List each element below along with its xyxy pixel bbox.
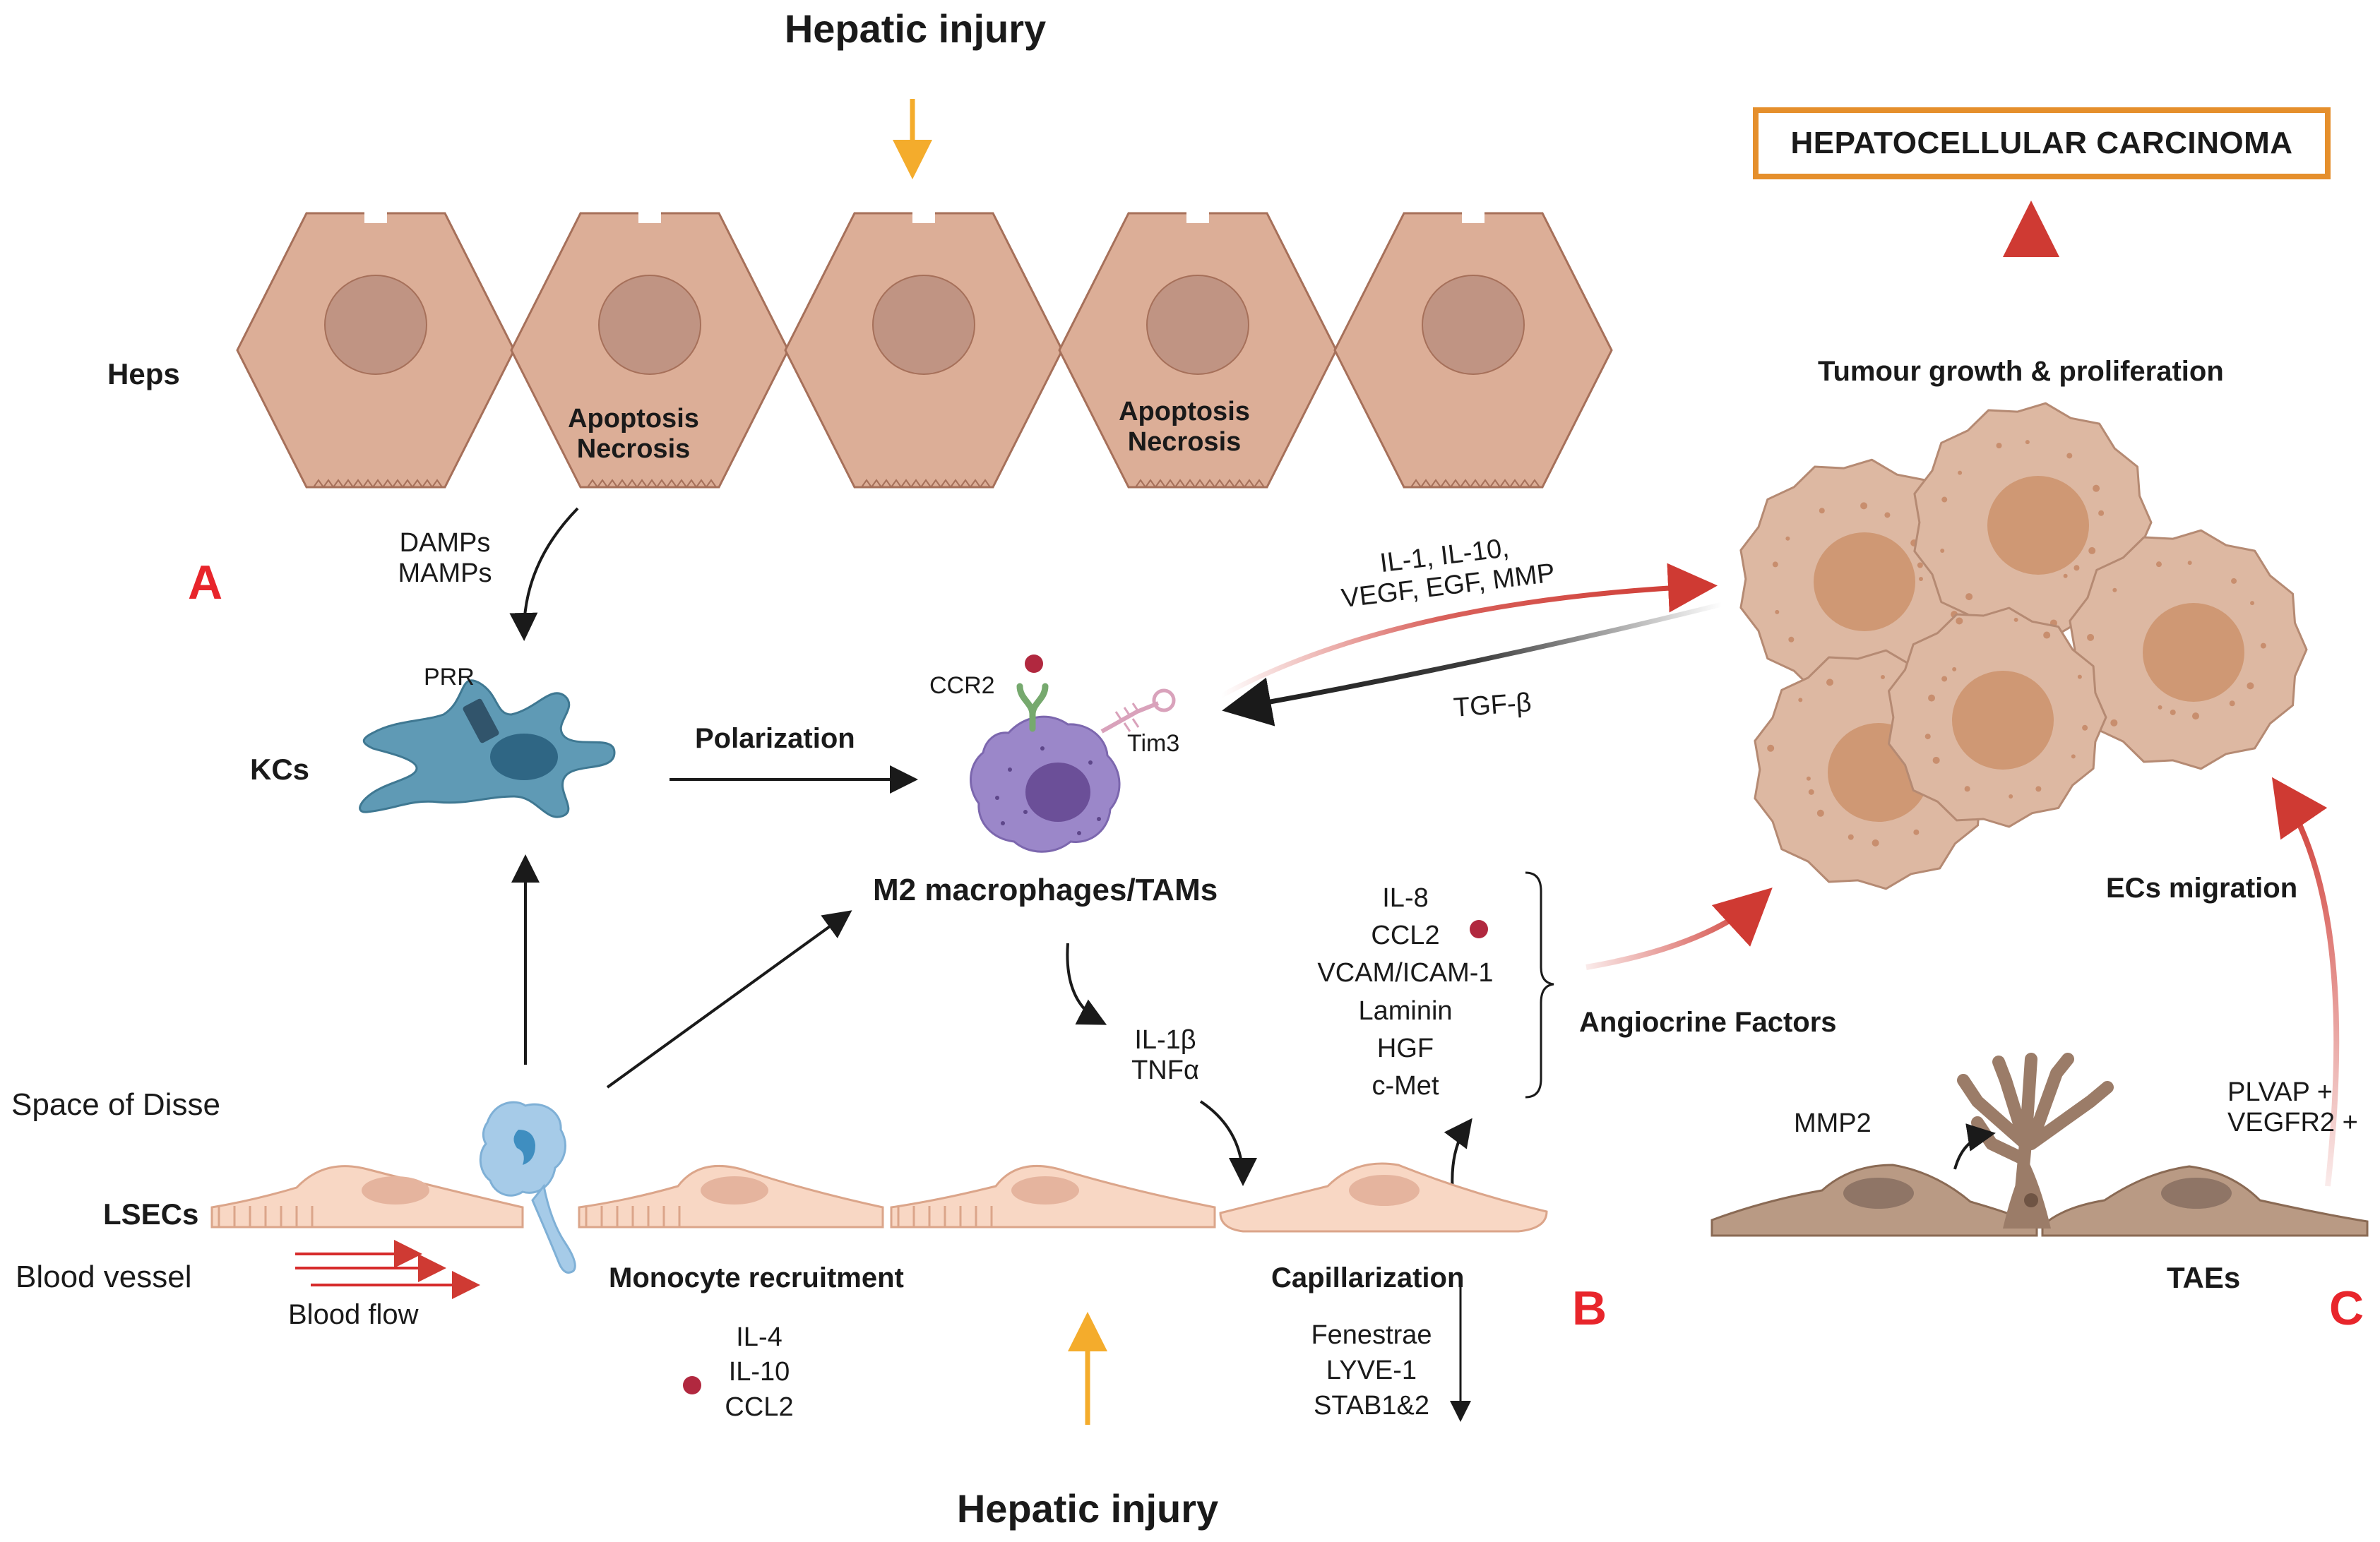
kupffer-cell [359, 679, 616, 818]
m2-cytokine-arrow [1066, 943, 1107, 1025]
hepatocyte [784, 212, 1064, 489]
hepatocyte [1333, 212, 1613, 489]
tumour-cluster [1739, 402, 2308, 890]
polarization-label: Polarization [695, 723, 855, 754]
lsecs-label: LSECs [103, 1197, 199, 1231]
space-of-disse-label: Space of Disse [11, 1087, 220, 1122]
plvap-label: PLVAP +VEGFR2 + [2227, 1077, 2358, 1137]
angiocrine-arrow [1585, 887, 1773, 970]
ccl2-dot-angiocrine [1470, 920, 1488, 938]
cytokine-arrow [1220, 563, 1718, 698]
ccr2-label: CCR2 [929, 672, 995, 699]
angiocrine-brace [1525, 871, 1554, 1099]
tnfa-to-lsec-arrow [1199, 1100, 1257, 1186]
panel-letter-c: C [2329, 1281, 2364, 1335]
hepatocyte [510, 212, 790, 489]
tumour-growth-label: Tumour growth & proliferation [1818, 356, 2224, 387]
damps-arrow [509, 507, 579, 641]
mmp2-label: MMP2 [1794, 1108, 1872, 1138]
hepatocyte [1058, 212, 1338, 489]
tumour-associated-endothelium [1710, 1053, 2369, 1237]
monocyte-recruitment-label: Monocyte recruitment [609, 1262, 904, 1293]
blood-vessel-label: Blood vessel [16, 1260, 192, 1294]
m2-label: M2 macrophages/TAMs [873, 873, 1218, 907]
monocyte-to-m2-arrow [606, 910, 852, 1089]
hepatic-injury-top-title: Hepatic injury [784, 6, 1047, 51]
ecs-migration-label: ECs migration [2106, 873, 2298, 904]
tumour-cell [1888, 606, 2107, 828]
taes-label: TAEs [2167, 1261, 2241, 1294]
ccl2-dot-monocyte [683, 1376, 701, 1394]
panel-letter-b: B [1572, 1281, 1607, 1335]
m2-macrophage [970, 655, 1176, 853]
prr-label: PRR [424, 664, 475, 691]
tim3-label: Tim3 [1127, 730, 1180, 757]
hepatocyte-row [236, 212, 1613, 489]
tgf-label: TGF-β [1452, 688, 1533, 723]
capillarization-label: Capillarization [1271, 1262, 1465, 1293]
hepatocyte [236, 212, 516, 489]
hepatic-injury-bottom-title: Hepatic injury [956, 1486, 1219, 1531]
heps-label: Heps [107, 357, 180, 390]
monocyte [479, 1101, 576, 1274]
ecs-migration-arrow [2271, 777, 2340, 1187]
tumour-cell [2069, 529, 2308, 770]
panel-letter-a: A [188, 556, 223, 609]
mmp2-arrow [1953, 1123, 1996, 1170]
lsec-lining [210, 1162, 1548, 1233]
hcc-title: HEPATOCELLULAR CARCINOMA [1790, 126, 2293, 160]
kcs-label: KCs [250, 753, 310, 786]
blood-flow-label: Blood flow [288, 1299, 419, 1330]
angiocrine-factors-label: Angiocrine Factors [1579, 1007, 1837, 1038]
hcc-box: HEPATOCELLULAR CARCINOMA [1753, 107, 2331, 179]
tgf-arrow [1222, 602, 1722, 727]
